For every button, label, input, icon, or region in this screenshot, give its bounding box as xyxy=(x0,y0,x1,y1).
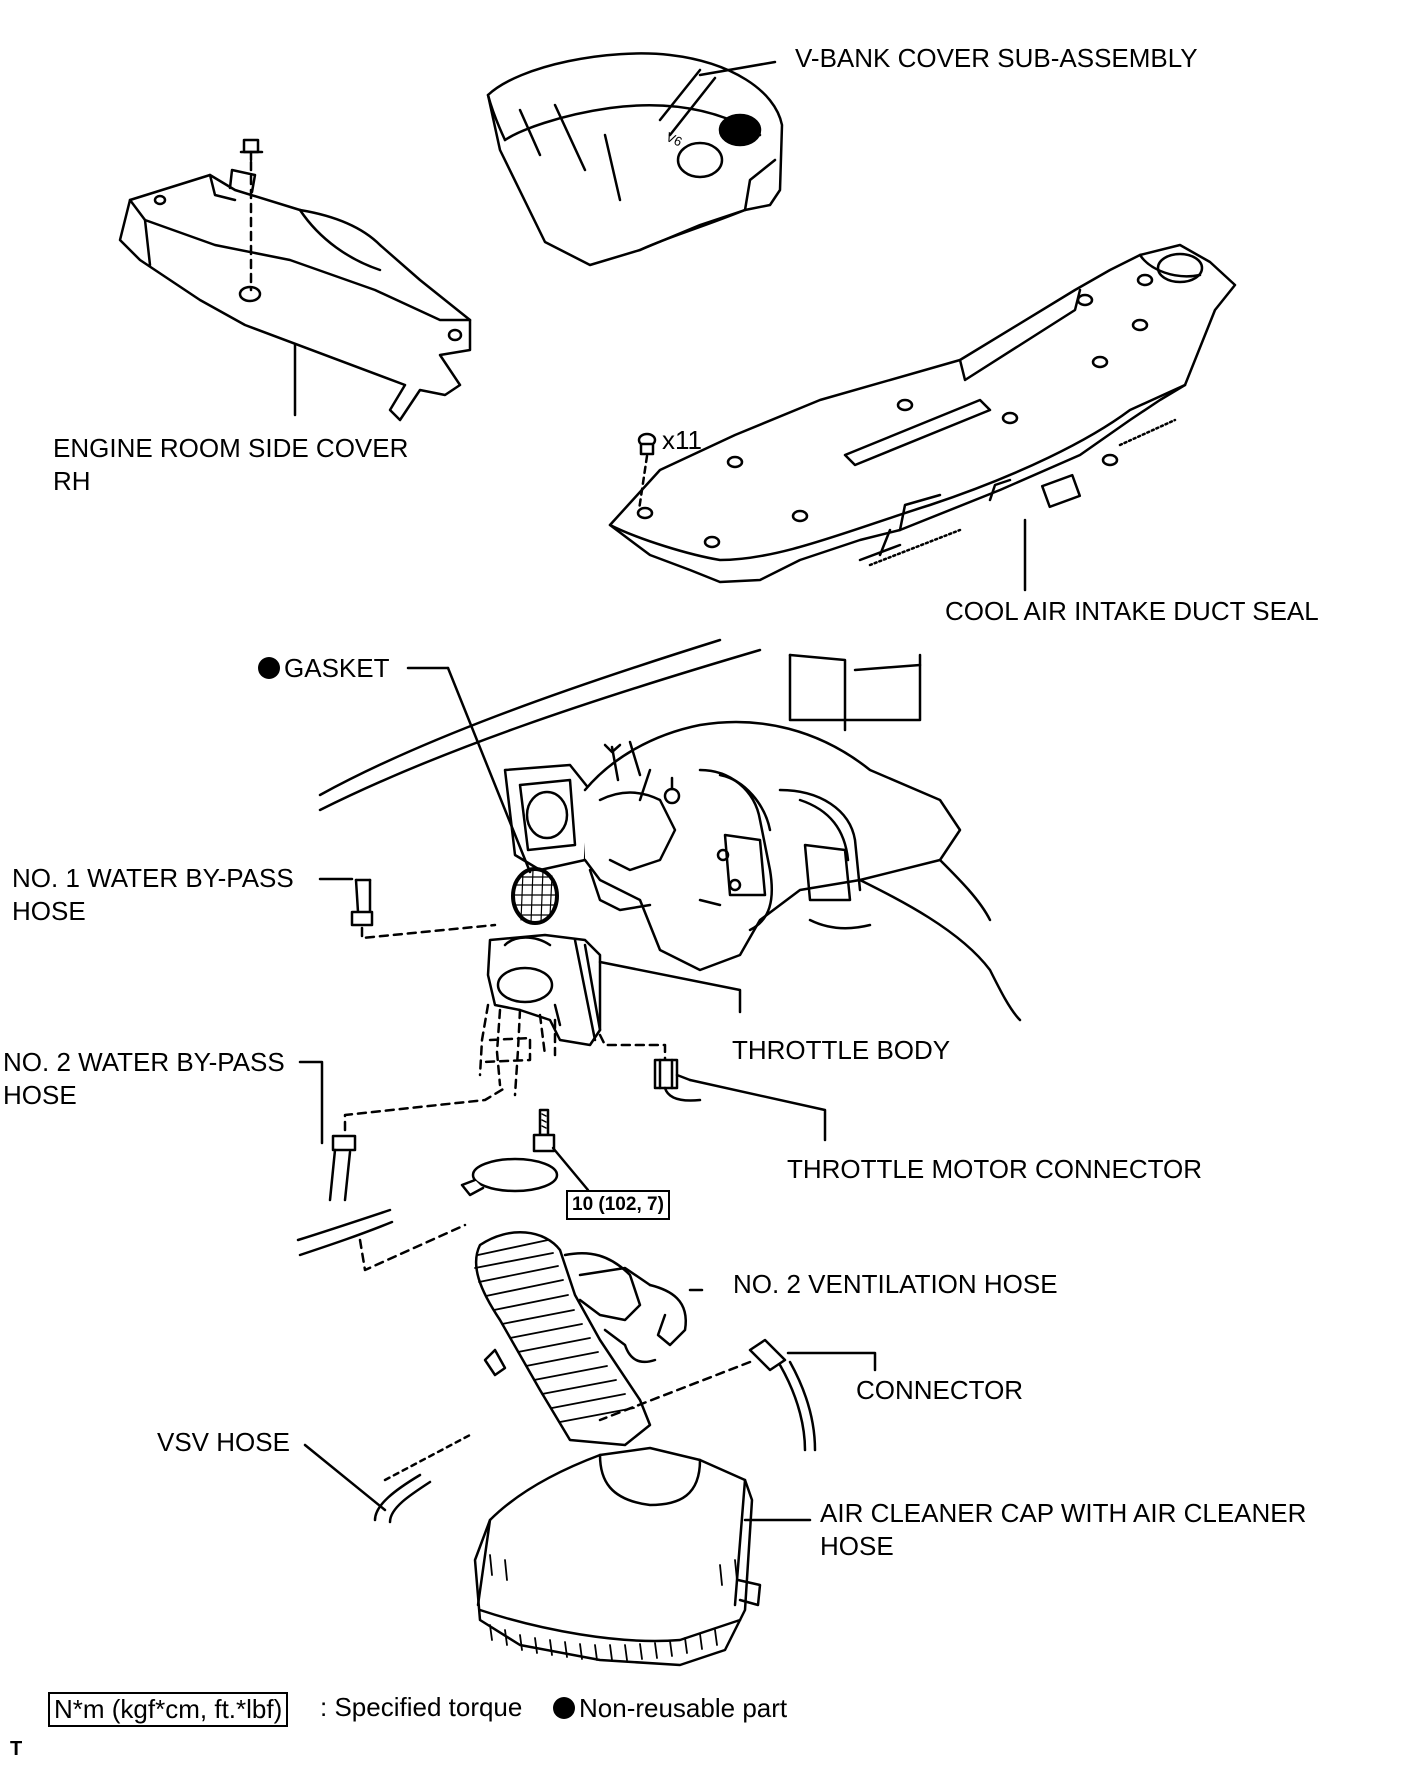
small-hose-b xyxy=(298,1220,394,1257)
v-bank-leader xyxy=(698,60,777,77)
gasket-drawing xyxy=(511,867,559,925)
duct-seal-clip xyxy=(637,432,657,456)
legend-nonreusable: Non-reusable part xyxy=(553,1692,787,1725)
label-throttle-body: THROTTLE BODY xyxy=(732,1035,951,1065)
throttle-motor-connector-drawing xyxy=(653,1058,702,1102)
torque-spec-box: 10 (102, 7) xyxy=(566,1190,670,1220)
corner-mark: T xyxy=(10,1738,23,1760)
legend-nonreusable-desc: Non-reusable part xyxy=(579,1693,788,1723)
throttle-body-bolt xyxy=(532,1108,556,1153)
intake-manifold-drawing xyxy=(318,638,1022,1022)
vsv-dash xyxy=(383,1433,472,1482)
label-no2-ventilation-hose: NO. 2 VENTILATION HOSE xyxy=(733,1269,1058,1299)
cool-air-duct-seal-drawing xyxy=(608,243,1237,584)
legend-torque-desc: : Specified torque xyxy=(320,1692,523,1722)
label-vsv-hose: VSV HOSE xyxy=(157,1427,290,1457)
throttle-body-leader xyxy=(598,960,742,1014)
duct-seal-clip-axis xyxy=(637,454,649,512)
air-cleaner-cap-drawing xyxy=(473,1446,762,1667)
water-bypass-hose-1-drawing xyxy=(350,878,374,927)
label-water-bypass-2-line1: NO. 2 WATER BY-PASS xyxy=(3,1047,285,1077)
gasket-leader-diag xyxy=(446,666,532,874)
throttle-body-drawing xyxy=(486,933,602,1047)
label-cool-air-intake-duct-seal: COOL AIR INTAKE DUCT SEAL xyxy=(945,596,1319,626)
label-engine-room-side-cover-line2: RH xyxy=(53,466,91,496)
water-bypass-2-dash xyxy=(343,1086,507,1132)
svg-text:V6: V6 xyxy=(664,129,685,149)
legend-torque-unit-box: N*m (kgf*cm, ft.*lbf) xyxy=(48,1692,289,1727)
side-cover-bolt xyxy=(239,138,264,162)
hose-clamp-drawing xyxy=(460,1157,559,1197)
torque-leader xyxy=(551,1146,590,1192)
filled-circle-icon xyxy=(258,657,280,679)
throttle-connector-dash xyxy=(598,1033,667,1062)
label-throttle-motor-connector: THROTTLE MOTOR CONNECTOR xyxy=(787,1154,1203,1184)
small-hose-a xyxy=(296,1208,392,1242)
water-bypass-2-leader xyxy=(298,1060,324,1145)
vsv-hose-drawing xyxy=(373,1473,432,1524)
connector-leader xyxy=(786,1351,877,1372)
label-v-bank-cover: V-BANK COVER SUB-ASSEMBLY xyxy=(795,43,1198,73)
connector-dash xyxy=(598,1360,752,1422)
throttle-body-mount-dash xyxy=(478,1003,557,1097)
throttle-connector-leader xyxy=(688,1078,827,1142)
connector-drawing xyxy=(748,1338,817,1452)
vsv-upper-dash xyxy=(358,1223,467,1272)
filled-circle-icon xyxy=(553,1697,575,1719)
label-water-bypass-1-line2: HOSE xyxy=(12,896,86,926)
label-bolt-count: x11 xyxy=(662,425,702,455)
label-engine-room-side-cover-line1: ENGINE ROOM SIDE COVER xyxy=(53,433,409,463)
label-connector: CONNECTOR xyxy=(856,1375,1024,1405)
water-bypass-hose-2-drawing xyxy=(328,1134,357,1202)
water-bypass-1-dash xyxy=(360,923,497,940)
air-cleaner-hose-drawing xyxy=(474,1231,688,1447)
label-air-cleaner-cap-line1: AIR CLEANER CAP WITH AIR CLEANER xyxy=(820,1498,1307,1528)
vsv-leader xyxy=(303,1443,387,1512)
label-water-bypass-2-line2: HOSE xyxy=(3,1080,77,1110)
engine-room-side-cover-drawing xyxy=(118,168,472,422)
v-bank-cover-drawing: V6 xyxy=(486,52,784,267)
label-gasket-text: GASKET xyxy=(284,653,390,683)
label-gasket: GASKET xyxy=(258,652,389,685)
label-air-cleaner-cap-line2: HOSE xyxy=(820,1531,894,1561)
label-water-bypass-1-line1: NO. 1 WATER BY-PASS xyxy=(12,863,294,893)
